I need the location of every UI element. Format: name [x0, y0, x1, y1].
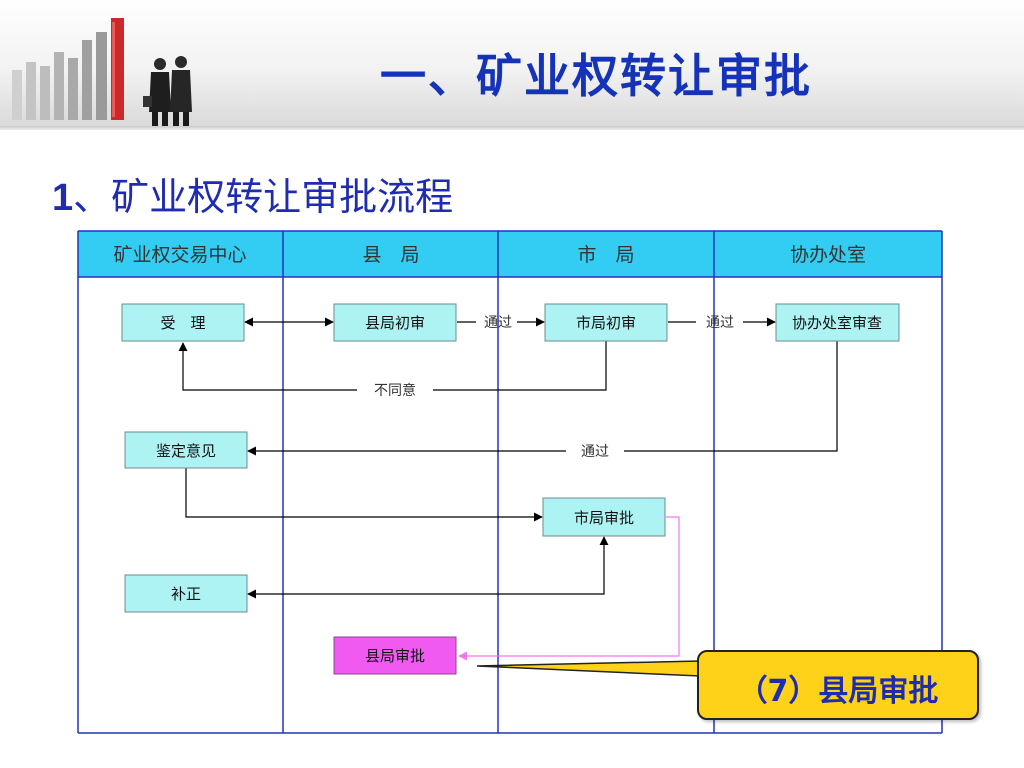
edge-label-disagree: 不同意 — [374, 382, 416, 399]
edge-appraisal-city-approval — [185, 468, 543, 522]
node-city-approval-label: 市局审批 — [574, 509, 634, 527]
business-people-graphic — [143, 56, 192, 126]
node-appraisal: 鉴定意见 — [124, 431, 248, 469]
edge-disagree-b — [178, 342, 357, 391]
node-city-initial: 市局初审 — [544, 303, 668, 342]
section-number: 1 — [52, 177, 74, 219]
node-accept-label: 受 理 — [160, 314, 205, 332]
callout-box: （7）县局审批 — [697, 650, 979, 720]
node-supplement-label: 补正 — [171, 585, 201, 603]
lane-header-assist: 协办处室 — [790, 244, 866, 266]
edge-supplement-city-approval — [247, 536, 609, 599]
node-city-approval: 市局审批 — [542, 497, 666, 537]
edge-label-pass-1: 通过 — [484, 315, 512, 331]
node-city-initial-label: 市局初审 — [576, 314, 636, 332]
edge-label-pass-3: 通过 — [581, 444, 609, 460]
node-county-approval-label: 县局审批 — [365, 647, 425, 665]
edge-disagree-a — [433, 341, 607, 391]
node-assist-review: 协办处室审查 — [775, 303, 900, 342]
lane-header-county: 县 局 — [362, 244, 419, 266]
swimlane-frame — [77, 230, 943, 734]
connectors — [178, 317, 838, 599]
header-illustration — [12, 18, 192, 126]
section-separator: 、 — [73, 175, 112, 219]
bar-chart-graphic — [12, 18, 124, 120]
callout-text: （7）县局审批 — [737, 674, 939, 709]
edge-assist-appraisal-a — [624, 341, 838, 452]
edge-label-pass-2: 通过 — [706, 315, 734, 331]
node-county-initial: 县局初审 — [333, 303, 457, 342]
section-title-text: 矿业权转让审批流程 — [111, 175, 454, 219]
lane-header-trading-center: 矿业权交易中心 — [113, 244, 246, 266]
lane-header-city: 市 局 — [577, 244, 634, 266]
callout-pointer — [476, 660, 701, 677]
node-accept: 受 理 — [121, 303, 245, 342]
node-appraisal-label: 鉴定意见 — [156, 442, 216, 460]
node-county-approval: 县局审批 — [333, 636, 457, 675]
edge-city-approval-county-approval — [458, 516, 680, 661]
node-county-initial-label: 县局初审 — [365, 314, 425, 332]
node-supplement: 补正 — [124, 574, 248, 613]
section-title: 1、矿业权转让审批流程 — [52, 166, 453, 221]
node-assist-review-label: 协办处室审查 — [792, 314, 882, 332]
header-divider — [0, 126, 1024, 130]
slide-title: 一、矿业权转让审批 — [380, 49, 812, 103]
